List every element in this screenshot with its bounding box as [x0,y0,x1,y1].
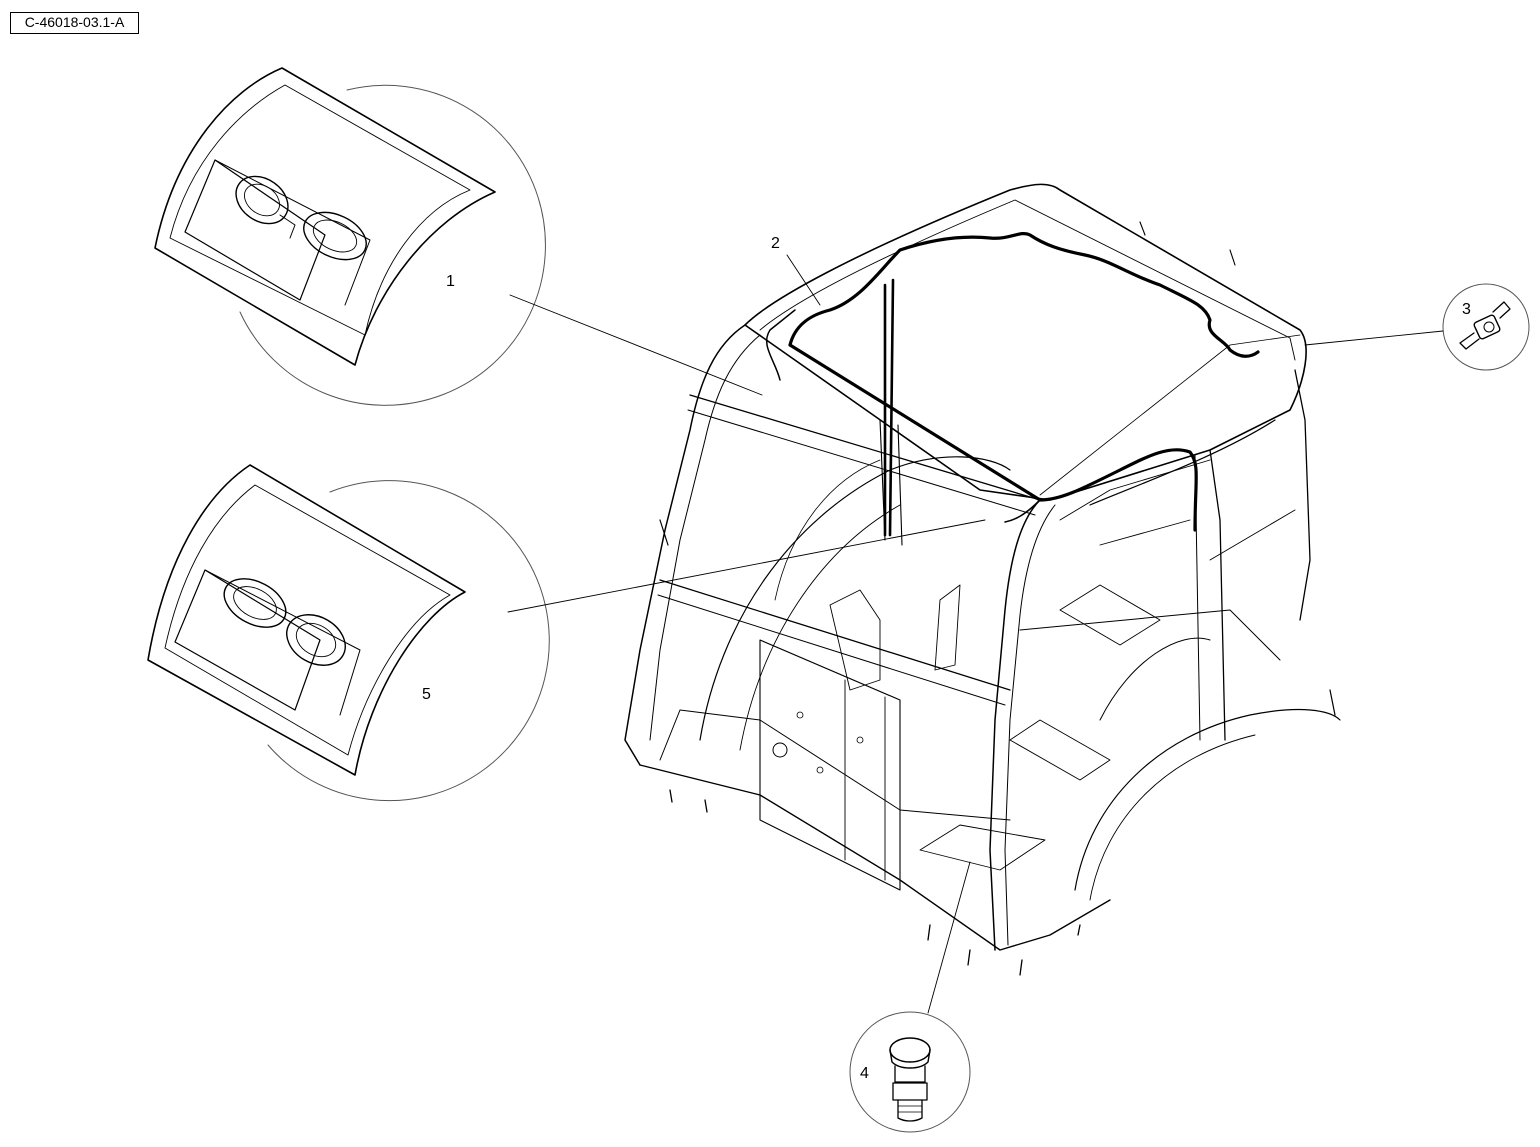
detail-item-5 [147,464,550,802]
detail-item-1 [154,67,546,406]
callout-2: 2 [771,235,780,252]
wiring-harness-item-2 [765,232,1260,537]
callout-4: 4 [860,1065,869,1082]
leader-lines [507,254,1444,1014]
callout-3: 3 [1462,301,1471,318]
callout-1: 1 [446,273,455,290]
cab-frame [624,183,1341,976]
detail-item-3 [1442,283,1530,371]
drawing-reference-code: C-46018-03.1-A [10,12,139,34]
detail-item-4 [849,1011,971,1133]
callout-5: 5 [422,686,431,703]
